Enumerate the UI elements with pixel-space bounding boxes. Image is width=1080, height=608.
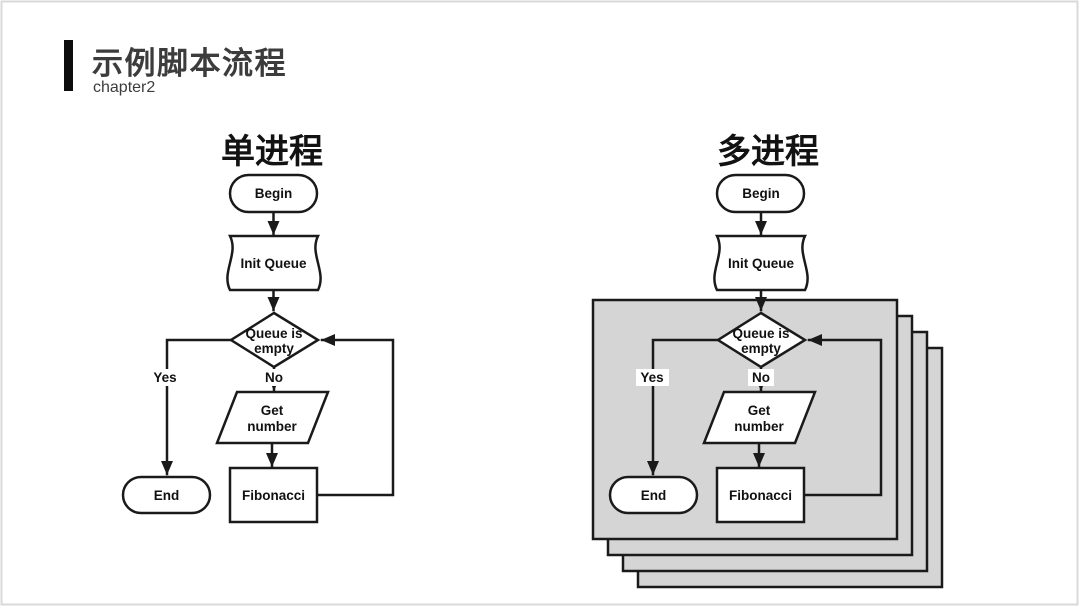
get-number-label-line2: number <box>247 419 297 434</box>
init-queue-label: Init Queue <box>240 256 306 271</box>
fibonacci-node <box>715 466 806 524</box>
multi-process-flowchart: 多进程 Begin Init Queue Queue is empty Yes <box>591 132 944 589</box>
yes-label-bg <box>636 369 669 386</box>
begin-label: Begin <box>255 186 293 201</box>
edge-fibonacci-loopback <box>802 334 883 497</box>
decision-label-line2: empty <box>254 341 294 356</box>
yes-label-bg <box>149 369 182 386</box>
decision-node <box>715 311 808 369</box>
single-process-title: 单进程 <box>221 132 323 172</box>
end-label: End <box>641 488 667 503</box>
decision-label-line1: Queue is <box>245 326 302 341</box>
yes-label: Yes <box>640 370 663 385</box>
fibonacci-node <box>228 466 319 524</box>
page-title: 示例脚本流程 <box>92 46 287 82</box>
header-accent-bar <box>64 40 73 91</box>
no-label: No <box>752 370 770 385</box>
fibonacci-label: Fibonacci <box>729 488 792 503</box>
fibonacci-label: Fibonacci <box>242 488 305 503</box>
end-label: End <box>154 488 180 503</box>
begin-label: Begin <box>742 186 780 201</box>
no-label: No <box>265 370 283 385</box>
get-number-label-line1: Get <box>748 403 771 418</box>
init-queue-node <box>226 234 322 292</box>
begin-node <box>715 173 806 214</box>
get-number-node <box>215 390 330 445</box>
get-number-label-line2: number <box>734 419 784 434</box>
edge-decision-yes <box>161 338 233 476</box>
decision-label-line1: Queue is <box>732 326 789 341</box>
edge-fibonacci-loopback <box>315 334 395 497</box>
decision-node <box>228 311 321 369</box>
init-queue-label: Init Queue <box>728 256 794 271</box>
page-subtitle: chapter2 <box>93 79 155 96</box>
yes-label: Yes <box>153 370 176 385</box>
end-node <box>121 475 212 515</box>
no-label-bg <box>261 369 287 386</box>
decision-label-line2: empty <box>741 341 781 356</box>
edge-decision-yes <box>647 338 720 476</box>
begin-node <box>228 173 319 214</box>
init-queue-node <box>713 234 809 292</box>
single-process-flowchart: 单进程 Begin Init Queue Queue is empty Yes … <box>121 132 395 524</box>
header: 示例脚本流程 chapter2 <box>64 40 287 96</box>
end-node <box>608 475 699 515</box>
get-number-label-line1: Get <box>261 403 284 418</box>
multi-process-title: 多进程 <box>717 132 819 172</box>
no-label-bg <box>748 369 774 386</box>
get-number-node <box>702 390 817 445</box>
